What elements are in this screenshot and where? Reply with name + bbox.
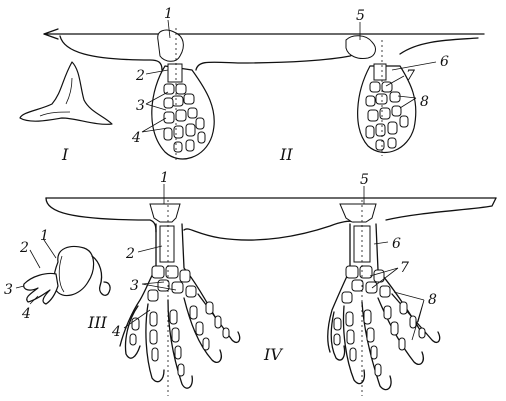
carpals-right [365, 81, 409, 151]
body-wall-outline [59, 35, 479, 71]
top-row-stage-ii [43, 28, 485, 160]
tl-label-1: 1 [164, 6, 173, 22]
girdle-left [157, 29, 184, 62]
right-phalanges [333, 301, 426, 377]
arrow-head [43, 28, 59, 40]
stage-label-iv: IV [263, 345, 283, 364]
tl-label-3: 3 [136, 98, 145, 114]
tr-label-7: 7 [406, 68, 415, 84]
leader-lines [15, 19, 437, 341]
tr-label-5: 5 [356, 8, 365, 24]
left-phalanges [129, 301, 230, 377]
stage-i-fin-shape [19, 61, 113, 125]
stage-label-iii: III [87, 313, 108, 332]
stage-label-i: I [61, 145, 69, 164]
bottom-row-stage-iv [45, 197, 497, 396]
bl-label-1: 1 [160, 170, 169, 186]
right-forelimb [327, 200, 441, 396]
emb-label-3: 3 [4, 282, 13, 298]
carpals-left [163, 83, 206, 153]
tr-label-8: 8 [420, 94, 429, 110]
stage-label-ii: II [279, 145, 293, 164]
bl-label-3: 3 [130, 278, 139, 294]
humerus-right [373, 63, 387, 81]
left-forelimb [119, 200, 241, 396]
tr-label-6: 6 [440, 54, 449, 70]
br-label-8: 8 [428, 292, 437, 308]
tl-label-4: 4 [131, 130, 141, 146]
emb-label-1: 1 [40, 228, 49, 244]
tl-label-2: 2 [135, 68, 145, 84]
br-label-5: 5 [360, 172, 369, 188]
humerus-left [167, 63, 183, 83]
bottom-body-wall [45, 197, 497, 241]
girdle-right [345, 35, 376, 59]
br-label-7: 7 [400, 260, 409, 276]
bl-label-2: 2 [125, 246, 135, 262]
emb-label-2: 2 [19, 240, 29, 256]
stage-iii-embryo [23, 245, 111, 305]
br-label-6: 6 [392, 236, 401, 252]
emb-label-4: 4 [21, 306, 31, 322]
bl-label-4: 4 [111, 324, 121, 340]
